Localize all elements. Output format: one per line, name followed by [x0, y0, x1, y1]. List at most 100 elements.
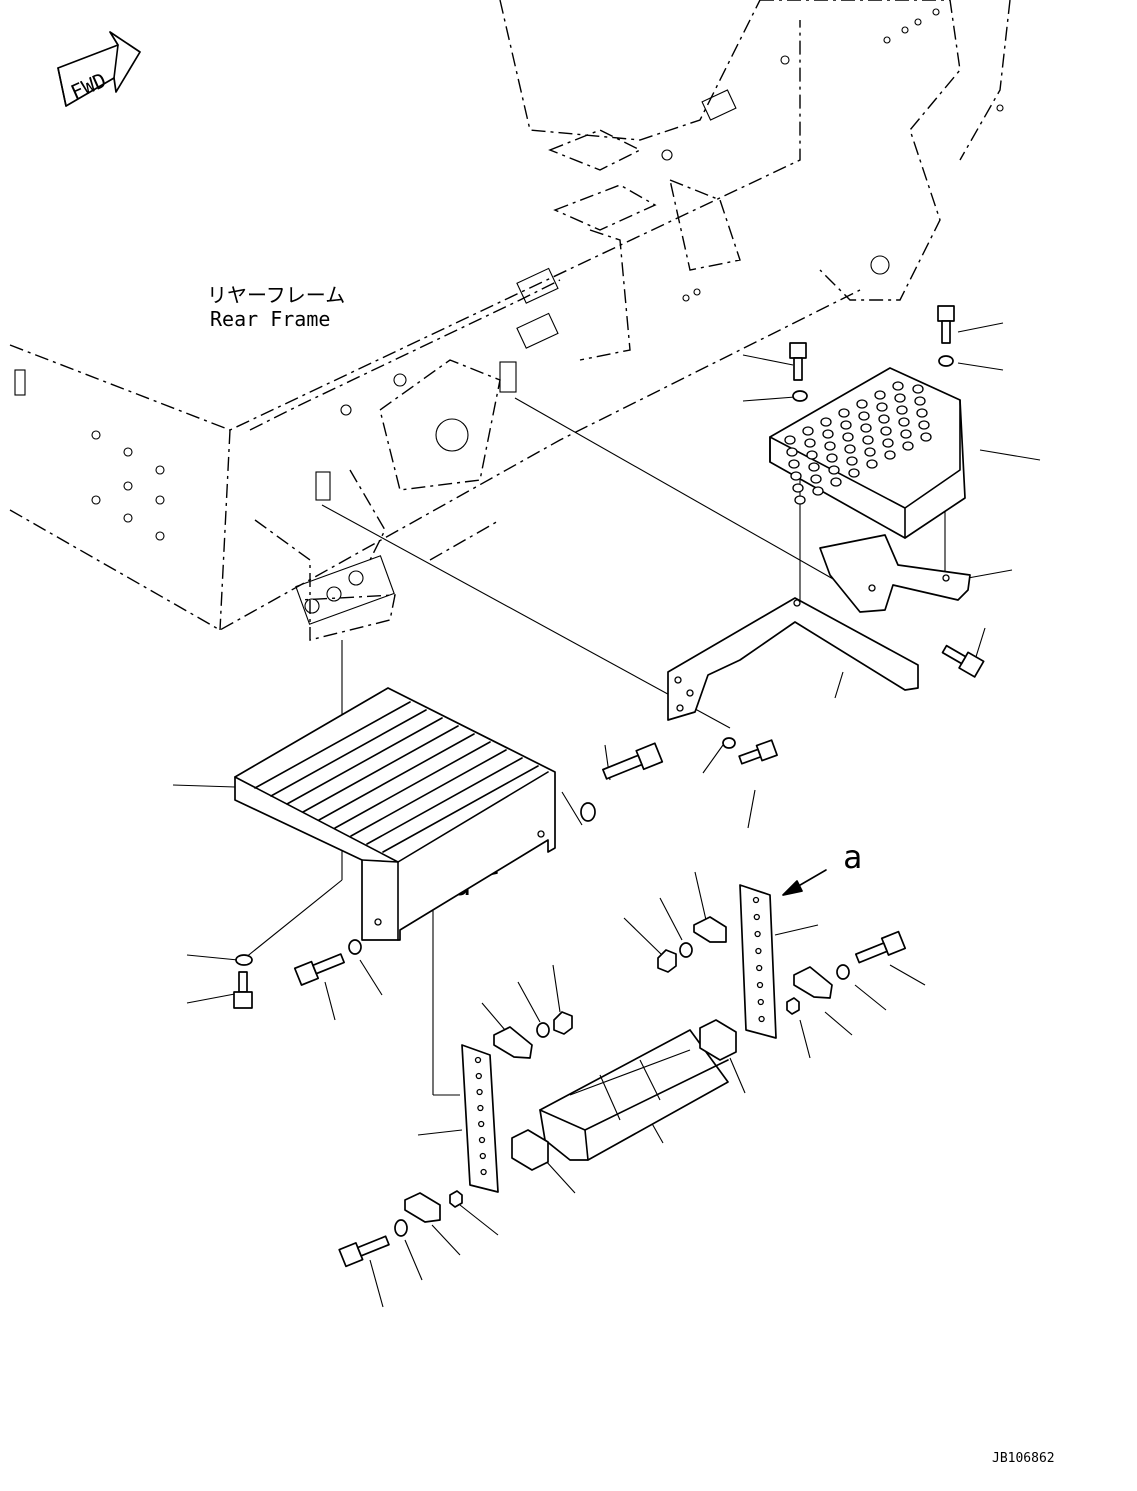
washer-icon [235, 954, 253, 966]
perforation-hole [896, 405, 908, 415]
grating-bar [382, 765, 539, 853]
washer-icon [580, 802, 596, 822]
spacer-block-icon [699, 1019, 737, 1061]
ladder-tread [539, 1029, 729, 1161]
rear-frame-label: リヤーフレーム Rear Frame [207, 283, 345, 331]
upper-bracket [667, 534, 971, 721]
upper-right-fasteners [722, 305, 985, 765]
bolt-icon [854, 930, 907, 964]
perforation-hole [808, 462, 820, 472]
plate-hole [758, 1015, 765, 1023]
perforation-hole [858, 411, 870, 421]
plate-hole [480, 1168, 487, 1176]
grating-bar [334, 741, 491, 829]
perforation-hole [902, 441, 914, 451]
collar-icon [786, 997, 800, 1015]
clamp-plate-icon [793, 966, 833, 999]
grating-bar [350, 749, 507, 837]
perforation-hole [786, 447, 798, 457]
perforation-hole [846, 456, 858, 466]
washer-icon [792, 390, 808, 402]
perforation-hole [826, 453, 838, 463]
perforation-hole [784, 435, 796, 445]
perforation-hole [838, 408, 850, 418]
assembly-lines [172, 322, 1041, 1308]
plate-hole [754, 930, 761, 938]
plate-hole [757, 998, 764, 1006]
washer-icon [938, 355, 954, 367]
plate-hole [756, 981, 764, 989]
perforation-hole [880, 426, 892, 436]
perforation-hole [898, 417, 910, 427]
perforation-hole [916, 408, 928, 418]
clamp-plate-icon [404, 1192, 441, 1223]
grating-fasteners [233, 742, 664, 1009]
detail-label-a-2: a [843, 838, 862, 876]
perforation-hole [866, 459, 878, 469]
grating-bar [318, 733, 475, 821]
perforation-hole [788, 459, 800, 469]
clamp-plate-icon [493, 1026, 533, 1059]
bolt-icon [293, 953, 345, 986]
perforation-hole [860, 423, 872, 433]
perforation-hole [810, 474, 822, 484]
perforation-hole [856, 399, 868, 409]
fwd-arrow-icon: FWD [57, 31, 141, 107]
plate-hole [475, 1072, 482, 1080]
grating-step [234, 687, 556, 941]
washer-icon [536, 1022, 550, 1038]
plate-hole [752, 896, 760, 904]
clamp-plate-icon [693, 916, 727, 943]
bolt-icon [789, 342, 807, 381]
perforation-hole [864, 447, 876, 457]
perforation-hole [884, 450, 896, 460]
plate-hole [474, 1056, 482, 1064]
washer-icon [836, 964, 850, 980]
detail-marker-a-upper: a [782, 838, 862, 896]
grating-bar [270, 709, 427, 797]
perforated-step-plate [769, 367, 966, 539]
grating-bar [302, 725, 459, 813]
perforation-hole [822, 429, 834, 439]
perforation-hole [828, 465, 840, 475]
bolt-icon [602, 742, 664, 780]
plate-hole [753, 913, 760, 921]
perforation-hole [848, 468, 860, 478]
bolt-icon [338, 1235, 390, 1268]
bolt-icon [937, 305, 955, 344]
plate-hole [756, 964, 763, 972]
spacer-block-icon [511, 1129, 549, 1171]
perforation-hole [882, 438, 894, 448]
bolt-icon [233, 971, 253, 1009]
perforation-hole [912, 384, 924, 394]
perforation-hole [874, 390, 886, 400]
washer-icon [394, 1219, 408, 1237]
ladder-fasteners [338, 916, 907, 1268]
perforation-hole [840, 420, 852, 430]
perforation-hole [802, 426, 814, 436]
perforation-hole [824, 441, 836, 451]
rear-frame-outline [9, 0, 1011, 641]
perforation-hole [804, 438, 816, 448]
perforation-hole [812, 486, 824, 496]
plate-hole [476, 1088, 483, 1096]
perforation-hole [920, 432, 932, 442]
washer-icon [348, 939, 362, 955]
nut-icon [553, 1011, 573, 1035]
perforation-hole [900, 429, 912, 439]
flange-bolt-icon [941, 644, 985, 678]
ladder-plates [461, 884, 777, 1193]
perforation-hole [862, 435, 874, 445]
washer-icon [679, 942, 693, 958]
plate-hole [477, 1104, 484, 1112]
perforation-hole [790, 471, 802, 481]
frame-label-japanese: リヤーフレーム [207, 283, 345, 307]
perforation-hole [844, 444, 856, 454]
perforation-hole [878, 414, 890, 424]
nut-icon [657, 949, 677, 973]
grating-bar [254, 701, 411, 789]
frame-label-english: Rear Frame [210, 307, 330, 331]
washer-icon [722, 737, 736, 749]
perforation-hole [876, 402, 888, 412]
